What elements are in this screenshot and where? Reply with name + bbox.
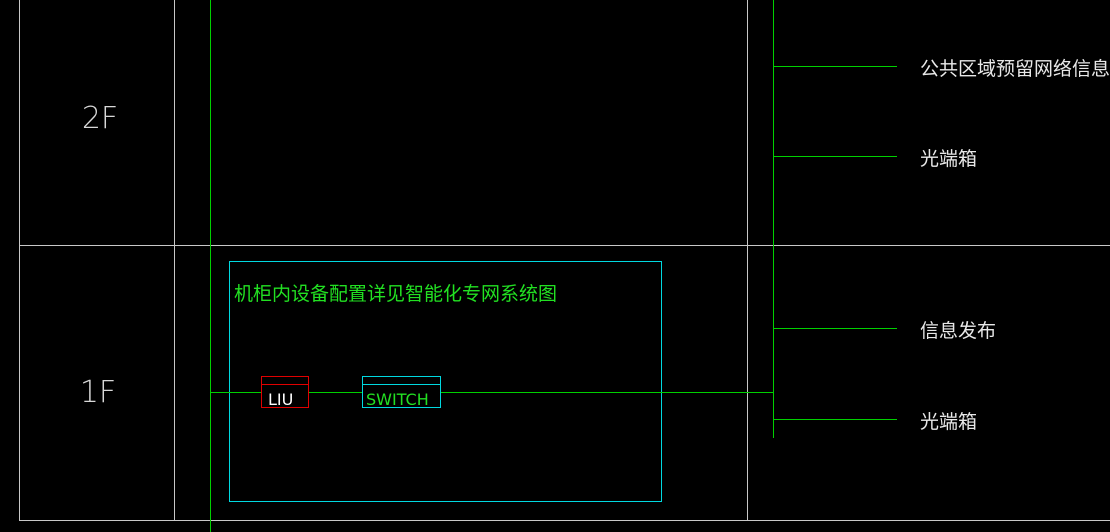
output-label-info-release: 信息发布 xyxy=(920,320,996,342)
floor-label-2f: 2F xyxy=(82,101,118,136)
liu-device: LIU xyxy=(261,376,309,409)
cabinet-box xyxy=(229,261,662,502)
output-label-network-points: 公共区域预留网络信息点位 xyxy=(920,58,1110,80)
liu-box xyxy=(261,376,309,408)
output-label-optical-box-1f: 光端箱 xyxy=(920,411,977,433)
switch-device: SWITCH xyxy=(362,376,441,409)
cabinet-note: 机柜内设备配置详见智能化专网系统图 xyxy=(234,283,557,305)
floor-label-1f: 1F xyxy=(80,375,116,410)
output-label-optical-box-2f: 光端箱 xyxy=(920,148,977,170)
switch-label: SWITCH xyxy=(366,390,429,409)
floor-grid xyxy=(19,0,1110,521)
switch-box xyxy=(362,376,441,408)
liu-label: LIU xyxy=(268,390,293,409)
